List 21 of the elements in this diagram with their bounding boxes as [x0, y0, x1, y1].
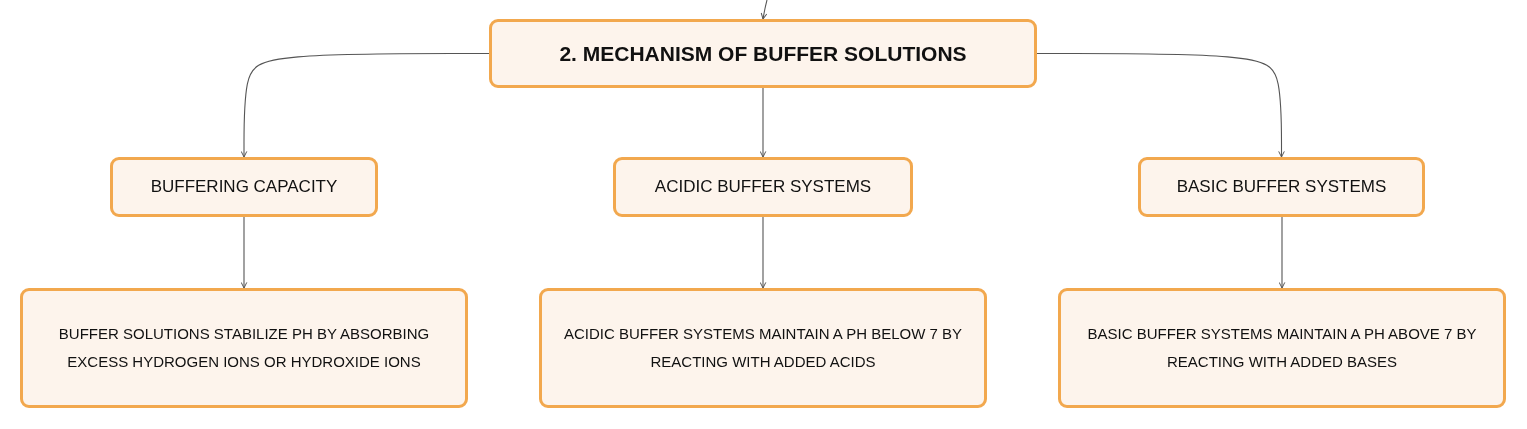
concept-box	[489, 19, 1037, 88]
concept-box	[1058, 288, 1506, 408]
connector-arrow	[240, 216, 248, 289]
concept-box	[613, 157, 913, 217]
connector-arrow	[760, 0, 768, 20]
node-text: BASIC BUFFER SYSTEMS	[1176, 177, 1387, 197]
connector-arrow	[759, 87, 767, 158]
connector-arrow	[1278, 216, 1286, 289]
node-text: ACIDIC BUFFER SYSTEMS	[654, 177, 872, 197]
concept-box	[1138, 157, 1425, 217]
node-text: ACIDIC BUFFER SYSTEMS MAINTAIN A PH BELOW 7 BY REACTING WITH ADDED ACIDS	[562, 324, 964, 372]
concept-box	[20, 288, 468, 408]
node-text: BUFFER SOLUTIONS STABILIZE PH BY ABSORBING EXCESS HYDROGEN IONS OR HYDROXIDE IONS	[57, 324, 431, 372]
connector-arrow	[759, 216, 767, 289]
concept-box	[539, 288, 987, 408]
node-text: BUFFERING CAPACITY	[150, 177, 338, 197]
concept-box	[110, 157, 378, 217]
connector-arrow	[1036, 52, 1285, 158]
connector-arrow	[240, 52, 490, 158]
node-text: 2. MECHANISM OF BUFFER SOLUTIONS	[559, 41, 967, 66]
node-text: BASIC BUFFER SYSTEMS MAINTAIN A PH ABOVE 7 BY REACTING WITH ADDED BASES	[1086, 324, 1478, 372]
